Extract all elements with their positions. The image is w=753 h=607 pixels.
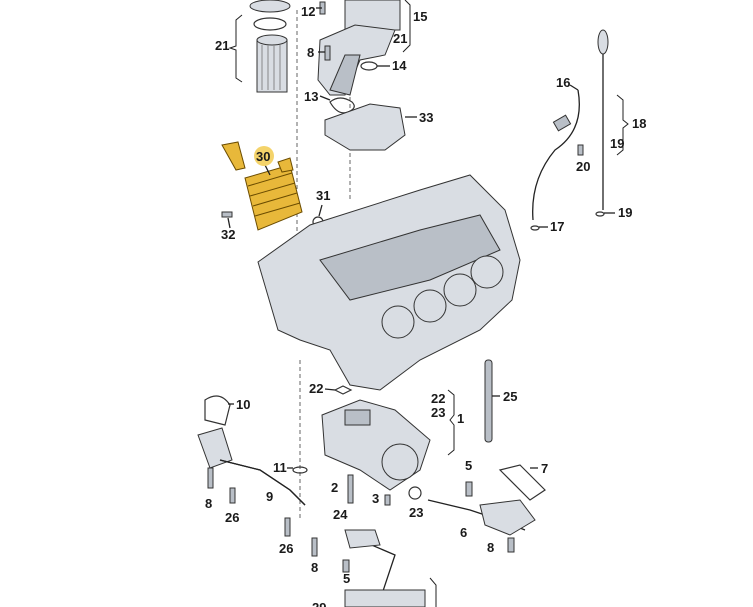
- callout-26[interactable]: 26: [279, 541, 293, 556]
- callout-18[interactable]: 18: [632, 116, 646, 131]
- callout-31[interactable]: 31: [316, 188, 330, 203]
- oil-pump[interactable]: [321, 399, 431, 491]
- rod-25[interactable]: [484, 359, 493, 443]
- dipstick-guide-tube[interactable]: [532, 89, 580, 221]
- callout-16[interactable]: 16: [556, 75, 570, 90]
- engine-block[interactable]: [257, 174, 521, 391]
- seal-ring-17: [530, 225, 540, 231]
- callout-1[interactable]: 1: [457, 411, 464, 426]
- seal-ring-14: [360, 61, 378, 71]
- oil-pipe-6[interactable]: [427, 499, 536, 536]
- callout-2[interactable]: 2: [331, 480, 338, 495]
- callout-10[interactable]: 10: [236, 397, 250, 412]
- callout-8[interactable]: 8: [307, 45, 314, 60]
- gasket-7: [498, 464, 546, 501]
- callout-21[interactable]: 21: [393, 31, 407, 46]
- gasket-22: [333, 385, 353, 395]
- bracket-18: [616, 94, 629, 156]
- callout-29[interactable]: 29: [312, 600, 326, 607]
- callout-22[interactable]: 22: [309, 381, 323, 396]
- bracket-29: [429, 577, 437, 607]
- callout-17[interactable]: 17: [550, 219, 564, 234]
- bolt-5: [465, 481, 473, 497]
- callout-8[interactable]: 8: [487, 540, 494, 555]
- callout-20[interactable]: 20: [576, 159, 590, 174]
- gasket-10: [204, 395, 231, 426]
- callout-3[interactable]: 3: [372, 491, 379, 506]
- oil-pipe-9[interactable]: [197, 427, 306, 506]
- bracket-15-21: [402, 0, 411, 53]
- callout-21[interactable]: 21: [215, 38, 229, 53]
- callout-6[interactable]: 6: [460, 525, 467, 540]
- callout-8[interactable]: 8: [311, 560, 318, 575]
- callout-11[interactable]: 11: [273, 460, 287, 475]
- callout-highlight: [254, 146, 274, 166]
- bolt-8: [311, 537, 318, 557]
- callout-9[interactable]: 9: [266, 489, 273, 504]
- callout-24[interactable]: 24: [333, 507, 348, 522]
- bracket-1: [447, 389, 455, 456]
- gasket-13: [329, 97, 355, 114]
- bolt-26: [229, 487, 236, 504]
- callout-23[interactable]: 23: [409, 505, 423, 520]
- bolt-26: [284, 517, 291, 537]
- callout-19[interactable]: 19: [618, 205, 632, 220]
- bolt-8: [207, 467, 214, 489]
- callout-26[interactable]: 26: [225, 510, 239, 525]
- bolt-3: [384, 494, 391, 506]
- callout-14[interactable]: 14: [392, 58, 407, 73]
- bolt-8: [507, 537, 515, 553]
- callout-23[interactable]: 23: [431, 405, 445, 420]
- leader-lines: [227, 7, 615, 469]
- bracket-33[interactable]: [324, 103, 406, 151]
- callout-8[interactable]: 8: [205, 496, 212, 511]
- callout-22[interactable]: 22: [431, 391, 445, 406]
- bolt-2: [347, 474, 354, 504]
- seal-ring-23: [408, 486, 422, 500]
- bolt-32: [221, 211, 233, 218]
- oil-filter-element[interactable]: [249, 0, 291, 93]
- callout-32[interactable]: 32: [221, 227, 235, 242]
- bolt-5: [342, 559, 350, 573]
- oil-filter-housing[interactable]: [317, 0, 401, 96]
- seal-ring-11: [292, 466, 308, 474]
- oil-strainer-29[interactable]: [344, 529, 426, 607]
- bolt-8: [324, 45, 331, 61]
- seal-ring-19: [595, 211, 605, 217]
- callout-19[interactable]: 19: [610, 136, 624, 151]
- callout-7[interactable]: 7: [541, 461, 548, 476]
- callout-30[interactable]: 30: [256, 149, 270, 164]
- dipstick[interactable]: [597, 29, 609, 210]
- callout-5[interactable]: 5: [465, 458, 472, 473]
- callout-12[interactable]: 12: [301, 4, 315, 19]
- callout-33[interactable]: 33: [419, 110, 433, 125]
- oil-cooler[interactable]: [221, 141, 303, 231]
- callout-13[interactable]: 13: [304, 89, 318, 104]
- callout-15[interactable]: 15: [413, 9, 427, 24]
- callout-25[interactable]: 25: [503, 389, 517, 404]
- bracket-21: [228, 14, 243, 83]
- callout-5[interactable]: 5: [343, 571, 350, 586]
- bolt-20: [577, 144, 584, 156]
